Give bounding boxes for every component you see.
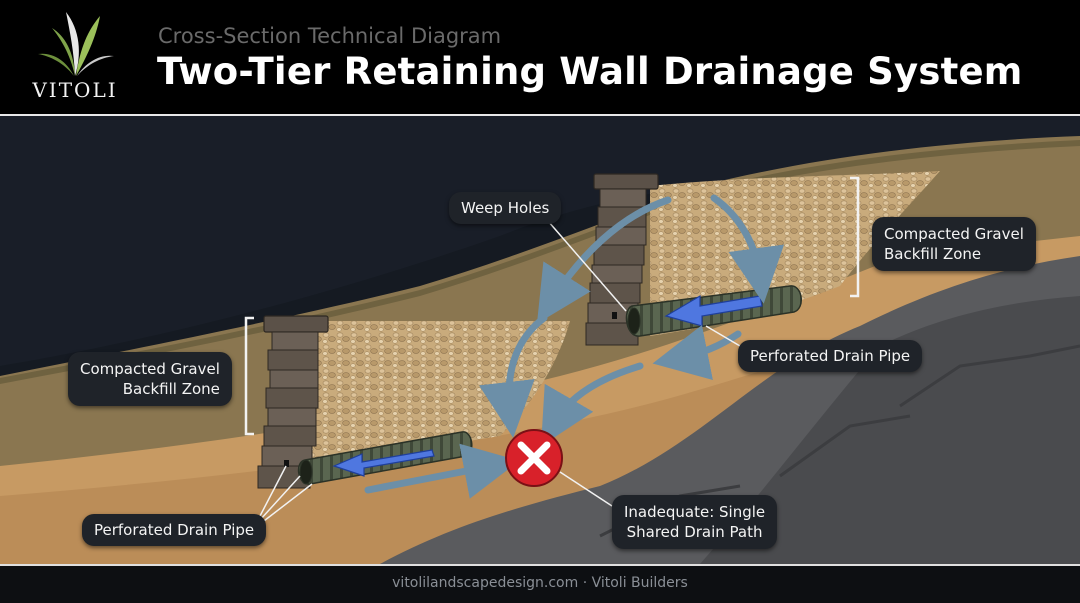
leader-lines [259,220,741,525]
flow-arrows [364,194,785,499]
inadequate-label: Inadequate: Single Shared Drain Path [612,495,778,549]
lower-gravel-text-line2: Backfill Zone [122,380,220,398]
inadequate-text-line1: Inadequate: Single [624,503,766,521]
upper-pipe-label: Perforated Drain Pipe [738,340,923,372]
lower-gravel-text-line1: Compacted Gravel [80,360,220,378]
footer: vitolilandscapedesign.com · Vitoli Build… [0,564,1080,603]
header-divider [0,114,1080,116]
leaf-logo-icon [38,12,114,76]
lower-gravel-label: Compacted Gravel Backfill Zone [68,352,232,406]
inadequate-text-line2: Shared Drain Path [626,523,763,541]
cross-section-scene: Weep Holes Compacted Gravel Backfill Zon… [0,116,1080,564]
logo-text: VITOLI [32,78,118,102]
footer-text: vitolilandscapedesign.com · Vitoli Build… [392,575,688,591]
upper-gravel-text-line2: Backfill Zone [884,245,982,263]
lower-retaining-wall [257,315,329,489]
weep-holes-text: Weep Holes [461,199,550,217]
lower-pipe-label: Perforated Drain Pipe [82,514,267,546]
lower-pipe-text: Perforated Drain Pipe [94,521,255,539]
diagram-subtitle: Cross-Section Technical Diagram [158,24,502,48]
upper-gravel-label: Compacted Gravel Backfill Zone [872,217,1036,271]
upper-zone-bracket [850,176,860,298]
logo: VITOLI [30,8,130,108]
x-mark-icon [505,429,563,487]
header: VITOLI Cross-Section Technical Diagram T… [0,0,1080,114]
upper-pipe-text: Perforated Drain Pipe [750,347,911,365]
weep-holes-label: Weep Holes [449,192,562,224]
lower-zone-bracket [244,316,254,436]
cross-section-svg [0,116,1080,564]
footer-divider [0,564,1080,566]
diagram-title: Two-Tier Retaining Wall Drainage System [157,50,1023,93]
upper-gravel-text-line1: Compacted Gravel [884,225,1024,243]
